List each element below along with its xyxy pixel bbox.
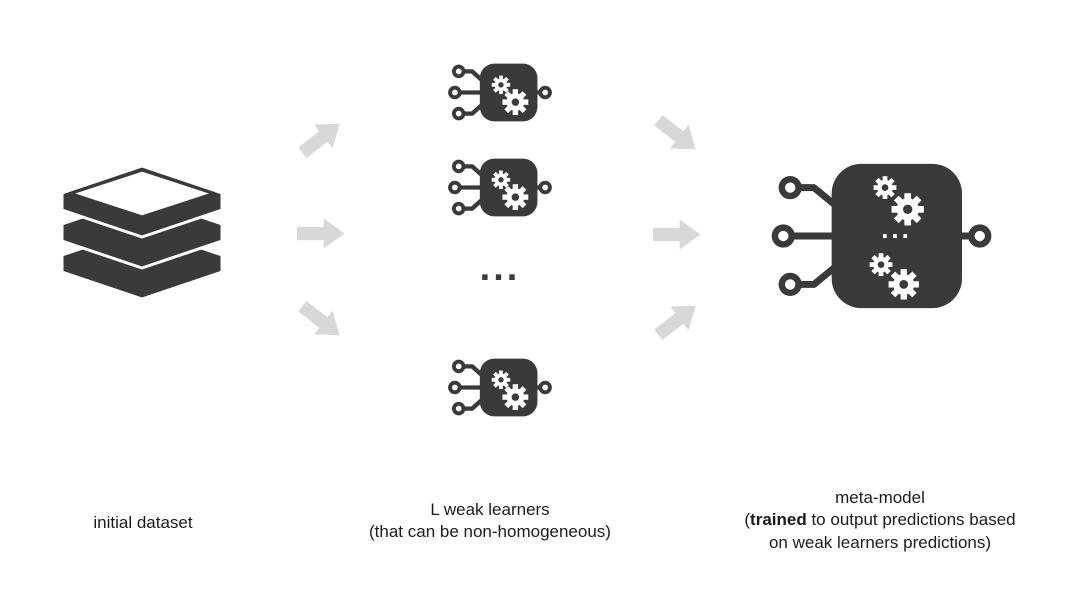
weak-learners-label-line2: (that can be non-homogeneous) [369, 522, 611, 542]
weak-learner-2-icon [447, 151, 553, 224]
arrow-dataset-to-learner-3-icon [292, 292, 353, 350]
meta-model-label-line2: (trained to output predictions based [700, 509, 1060, 531]
weak-learner-L-icon [447, 351, 553, 424]
weak-learners-label-line1: L weak learners [430, 500, 550, 519]
initial-dataset-icon [62, 166, 222, 300]
arrow-dataset-to-learner-2-icon [297, 216, 347, 251]
meta-model-label-line2-rest: to output predictions based [806, 510, 1016, 530]
layers-stack-icon [62, 166, 222, 300]
weak-learner-1-icon [447, 56, 553, 129]
meta-model-icon: ... [770, 158, 998, 316]
meta-model-ellipsis: ... [881, 214, 912, 244]
meta-model-label-line3: on weak learners predictions) [768, 532, 992, 552]
meta-model-label-line1: meta-model [835, 488, 925, 507]
initial-dataset-label: initial dataset [48, 512, 238, 534]
arrow-learner-1-to-meta-icon [648, 106, 709, 164]
weak-learners-label: L weak learners (that can be non-homogen… [330, 499, 650, 544]
meta-model-label-line2-open: ( [744, 510, 751, 530]
meta-model-label-line2-bold: trained [750, 510, 807, 530]
weak-learners-ellipsis: ... [479, 247, 521, 289]
meta-model-label: meta-model (trained to output prediction… [700, 487, 1060, 554]
arrow-learner-2-to-meta-icon [653, 217, 703, 252]
arrow-learner-L-to-meta-icon [648, 290, 709, 348]
arrow-dataset-to-learner-1-icon [292, 108, 353, 166]
initial-dataset-label-text: initial dataset [93, 513, 193, 532]
